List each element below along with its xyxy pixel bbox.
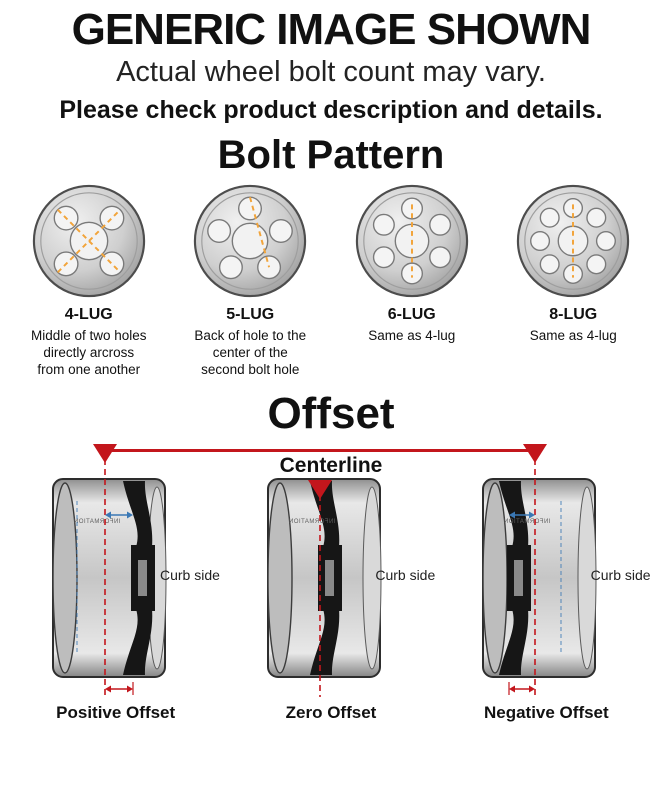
lug-wheel-4-diagram: [32, 184, 145, 298]
zero-offset-column: INFORMATION Curb side Zero Offset: [223, 443, 438, 723]
lug-description: Same as 4-lug: [529, 327, 617, 343]
centerline-bar: [104, 448, 536, 452]
offset-heading: Offset: [267, 388, 395, 438]
page-subtitle: Actual wheel bolt count may vary.: [116, 55, 546, 88]
lug-count-label: 6-LUG: [387, 305, 436, 323]
bolt-pattern-item-5lug: 5-LUG Back of hole to the center of the …: [170, 182, 332, 379]
bolt-pattern-item-4lug: 4-LUG Middle of two holes directly arcro…: [8, 182, 170, 379]
bolt-pattern-heading: Bolt Pattern: [217, 132, 445, 177]
bolt-pattern-item-8lug: 8-LUG Same as 4-lug: [493, 182, 655, 379]
curb-side-label: Curb side: [590, 566, 651, 583]
curb-side-label: Curb side: [375, 566, 436, 583]
positive-offset-diagram: INFORMATION: [51, 443, 167, 697]
page-note: Please check product description and det…: [59, 95, 603, 124]
lug-wheel-8-diagram: [517, 184, 630, 298]
lug-description: Same as 4-lug: [368, 327, 456, 343]
page-title: GENERIC IMAGE SHOWN: [71, 5, 592, 54]
bolt-pattern-item-6lug: 6-LUG Same as 4-lug: [331, 182, 493, 379]
lug-description: Back of hole to the center of the second…: [194, 327, 307, 378]
lug-wheel-5-diagram: [194, 184, 307, 298]
lug-count-label: 5-LUG: [226, 305, 275, 323]
curb-side-label: Curb side: [160, 566, 220, 583]
zero-offset-label: Zero Offset: [285, 702, 377, 722]
centerline-label: Centerline: [279, 453, 383, 477]
svg-text:INFORMATION: INFORMATION: [288, 519, 335, 525]
lug-description: Middle of two holes directly arcross fro…: [30, 327, 147, 378]
positive-offset-label: Positive Offset: [56, 702, 176, 722]
lug-wheel-6-diagram: [355, 184, 468, 298]
negative-offset-diagram: INFORMATION: [482, 443, 597, 697]
positive-offset-column: INFORMATION Curb side Positive Offset: [8, 443, 223, 723]
bolt-pattern-row: 4-LUG Middle of two holes directly arcro…: [8, 182, 654, 379]
lug-count-label: 4-LUG: [64, 305, 113, 323]
negative-offset-column: INFORMATION Curb side Negative Offset: [439, 443, 654, 723]
zero-offset-diagram: INFORMATION: [266, 477, 382, 697]
lug-count-label: 8-LUG: [549, 305, 598, 323]
offset-row: INFORMATION Curb side Positive Offset IN…: [8, 443, 654, 723]
offset-diagram: Centerline INFORMATION Curb side Positiv…: [8, 443, 654, 723]
svg-text:INFORMATION: INFORMATION: [504, 519, 551, 525]
negative-offset-label: Negative Offset: [483, 702, 609, 722]
svg-text:INFORMATION: INFORMATION: [73, 519, 120, 525]
